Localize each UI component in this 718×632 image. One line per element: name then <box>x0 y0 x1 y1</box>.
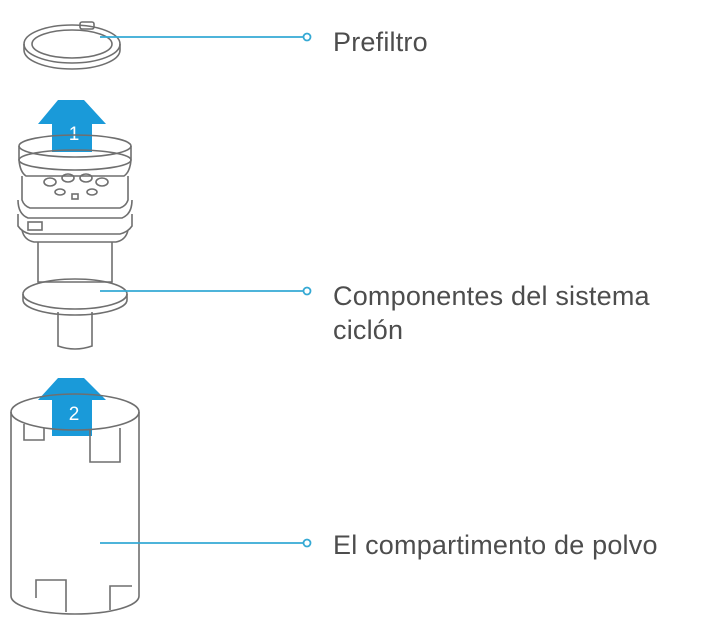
cyclone-assembly-part <box>17 134 133 350</box>
up-arrow-icon: 2 <box>38 378 106 436</box>
cyclone-label: Componentes del sistema ciclón <box>333 279 713 347</box>
leader-lines <box>100 32 312 548</box>
prefilter-label: Prefiltro <box>333 27 428 57</box>
cyclone-label-line-2: ciclón <box>333 315 404 345</box>
dust-bin-part <box>10 393 140 615</box>
up-arrow-icon: 1 <box>38 100 106 152</box>
dust-bin-label: El compartimento de polvo <box>333 530 658 560</box>
cyclone-label-line-1: Componentes del sistema <box>333 281 650 311</box>
prefilter-part <box>23 21 121 70</box>
step-number-2: 2 <box>69 404 80 425</box>
